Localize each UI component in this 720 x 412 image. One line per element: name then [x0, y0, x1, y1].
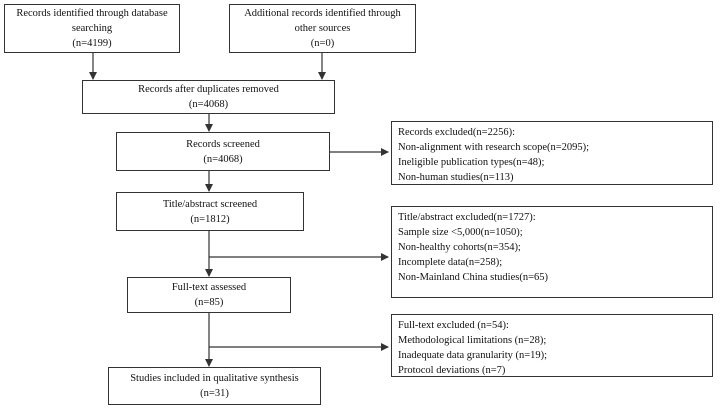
other-records-line-1: Additional records identified through — [244, 8, 401, 19]
included-line-1: Studies included in qualitative synthesi… — [130, 373, 299, 384]
other-records-line-3: (n=0) — [310, 38, 335, 49]
title-excluded-line-4: Incomplete data(n=258); — [398, 257, 503, 268]
title-excluded-line-2: Sample size <5,000(n=1050); — [398, 227, 523, 238]
excluded-line-2: Non-alignment with research scope(n=2095… — [398, 142, 590, 153]
included-line-2: (n=31) — [200, 388, 229, 399]
db-records-line-2: searching — [71, 23, 113, 34]
fulltext-excluded-line-2: Methodological limitations (n=28); — [398, 335, 547, 346]
box-fulltext-excluded: Full-text excluded (n=54): Methodologica… — [391, 314, 713, 377]
screened-line-2: (n=4068) — [203, 153, 243, 165]
box-records-screened: Records screened (n=4068) — [116, 132, 330, 171]
excluded-line-3: Ineligible publication types(n=48); — [398, 157, 545, 168]
other-records-line-2: other sources — [294, 23, 351, 34]
title-excluded-line-5: Non-Mainland China studies(n=65) — [398, 272, 548, 283]
box-title-screened: Title/abstract screened (n=1812) — [116, 192, 304, 231]
fulltext-excluded-line-4: Protocol deviations (n=7) — [398, 365, 506, 376]
box-duplicates-removed: Records after duplicates removed (n=4068… — [82, 80, 335, 114]
fulltext-excluded-line-3: Inadequate data granularity (n=19); — [398, 350, 548, 361]
db-records-line-1: Records identified through database — [16, 8, 168, 19]
dedup-line-2: (n=4068) — [188, 99, 229, 110]
box-other-records: Additional records identified through ot… — [229, 4, 416, 53]
dedup-line-1: Records after duplicates removed — [138, 84, 279, 95]
box-db-records: Records identified through database sear… — [4, 4, 180, 53]
title-screened-line-2: (n=1812) — [190, 213, 230, 225]
fulltext-line-2: (n=85) — [194, 297, 224, 308]
box-studies-included: Studies included in qualitative synthesi… — [108, 367, 321, 405]
fulltext-line-1: Full-text assessed — [171, 282, 247, 293]
box-records-excluded: Records excluded(n=2256): Non-alignment … — [391, 121, 713, 185]
box-title-excluded: Title/abstract excluded(n=1727): Sample … — [391, 206, 713, 298]
excluded-line-4: Non-human studies(n=113) — [398, 172, 514, 183]
title-screened-line-1: Title/abstract screened — [162, 198, 258, 210]
box-fulltext-assessed: Full-text assessed (n=85) — [127, 277, 291, 313]
screened-line-1: Records screened — [186, 138, 260, 150]
fulltext-excluded-line-1: Full-text excluded (n=54): — [398, 320, 509, 331]
title-excluded-line-3: Non-healthy cohorts(n=354); — [398, 242, 521, 253]
title-excluded-line-1: Title/abstract excluded(n=1727): — [398, 212, 536, 223]
db-records-line-3: (n=4199) — [72, 38, 112, 49]
excluded-line-1: Records excluded(n=2256): — [398, 127, 516, 138]
